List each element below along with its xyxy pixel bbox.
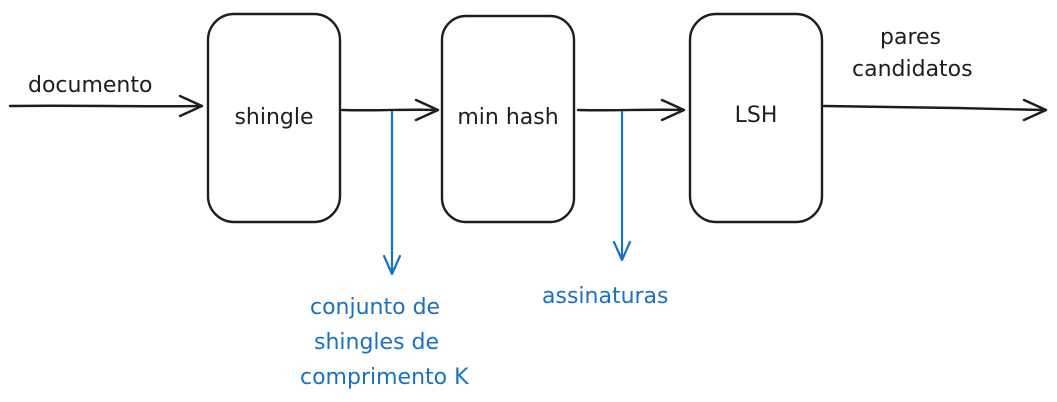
shingle-set-label-line3: comprimento K [300,365,469,390]
output-arrow [822,98,1048,122]
arrow-minhash-to-lsh [576,98,686,122]
output-label-line2: candidatos [852,57,973,82]
shingle-set-label-line2: shingles de [314,330,439,355]
shingle-box: shingle [206,12,342,224]
signatures-label: assinaturas [542,284,669,309]
input-label: documento [28,73,152,98]
minhash-box: min hash [440,14,576,224]
shingle-box-label: shingle [234,105,313,130]
lsh-box-label: LSH [735,103,778,128]
input-arrow [8,94,204,118]
arrow-shingle-to-minhash [340,98,440,122]
arrow-shingle-set [382,110,402,276]
lsh-box: LSH [688,12,824,224]
arrow-signatures [612,110,632,262]
minhash-box-label: min hash [457,105,558,130]
shingle-set-label-line1: conjunto de [310,295,440,320]
output-label-line1: pares [880,25,941,50]
